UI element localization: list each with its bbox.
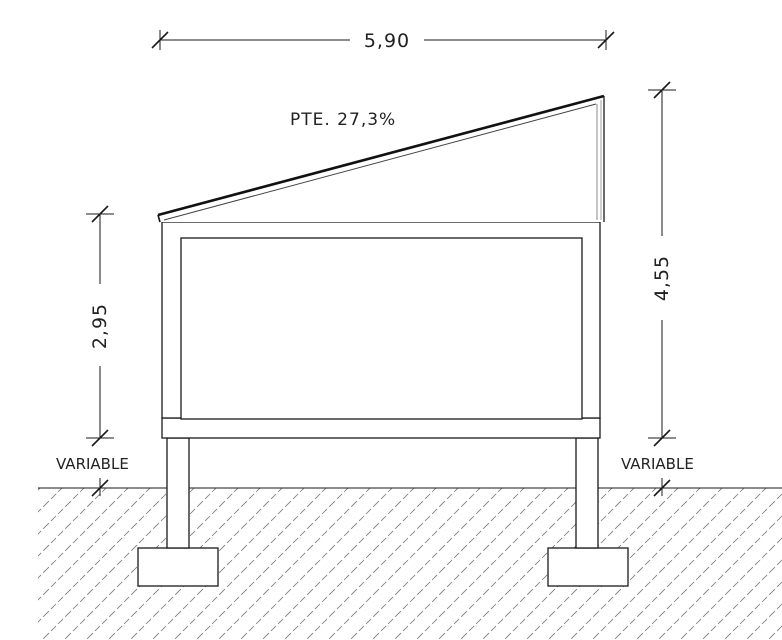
dim-right-height bbox=[648, 81, 676, 497]
dim-left-height bbox=[86, 205, 114, 497]
right-height-label: 4,55 bbox=[651, 255, 673, 301]
window-opening bbox=[180, 237, 583, 420]
floor-beam bbox=[161, 417, 601, 439]
left-height-label: 2,95 bbox=[89, 303, 111, 349]
variable-right-label: VARIABLE bbox=[621, 455, 694, 473]
left-foundation bbox=[137, 437, 219, 587]
roof bbox=[157, 94, 605, 223]
right-foundation bbox=[547, 437, 629, 587]
dim-overall-width bbox=[151, 30, 615, 50]
roof-slope-label: PTE. 27,3% bbox=[290, 110, 396, 130]
overall-width-label: 5,90 bbox=[364, 30, 410, 52]
variable-left-label: VARIABLE bbox=[56, 455, 129, 473]
